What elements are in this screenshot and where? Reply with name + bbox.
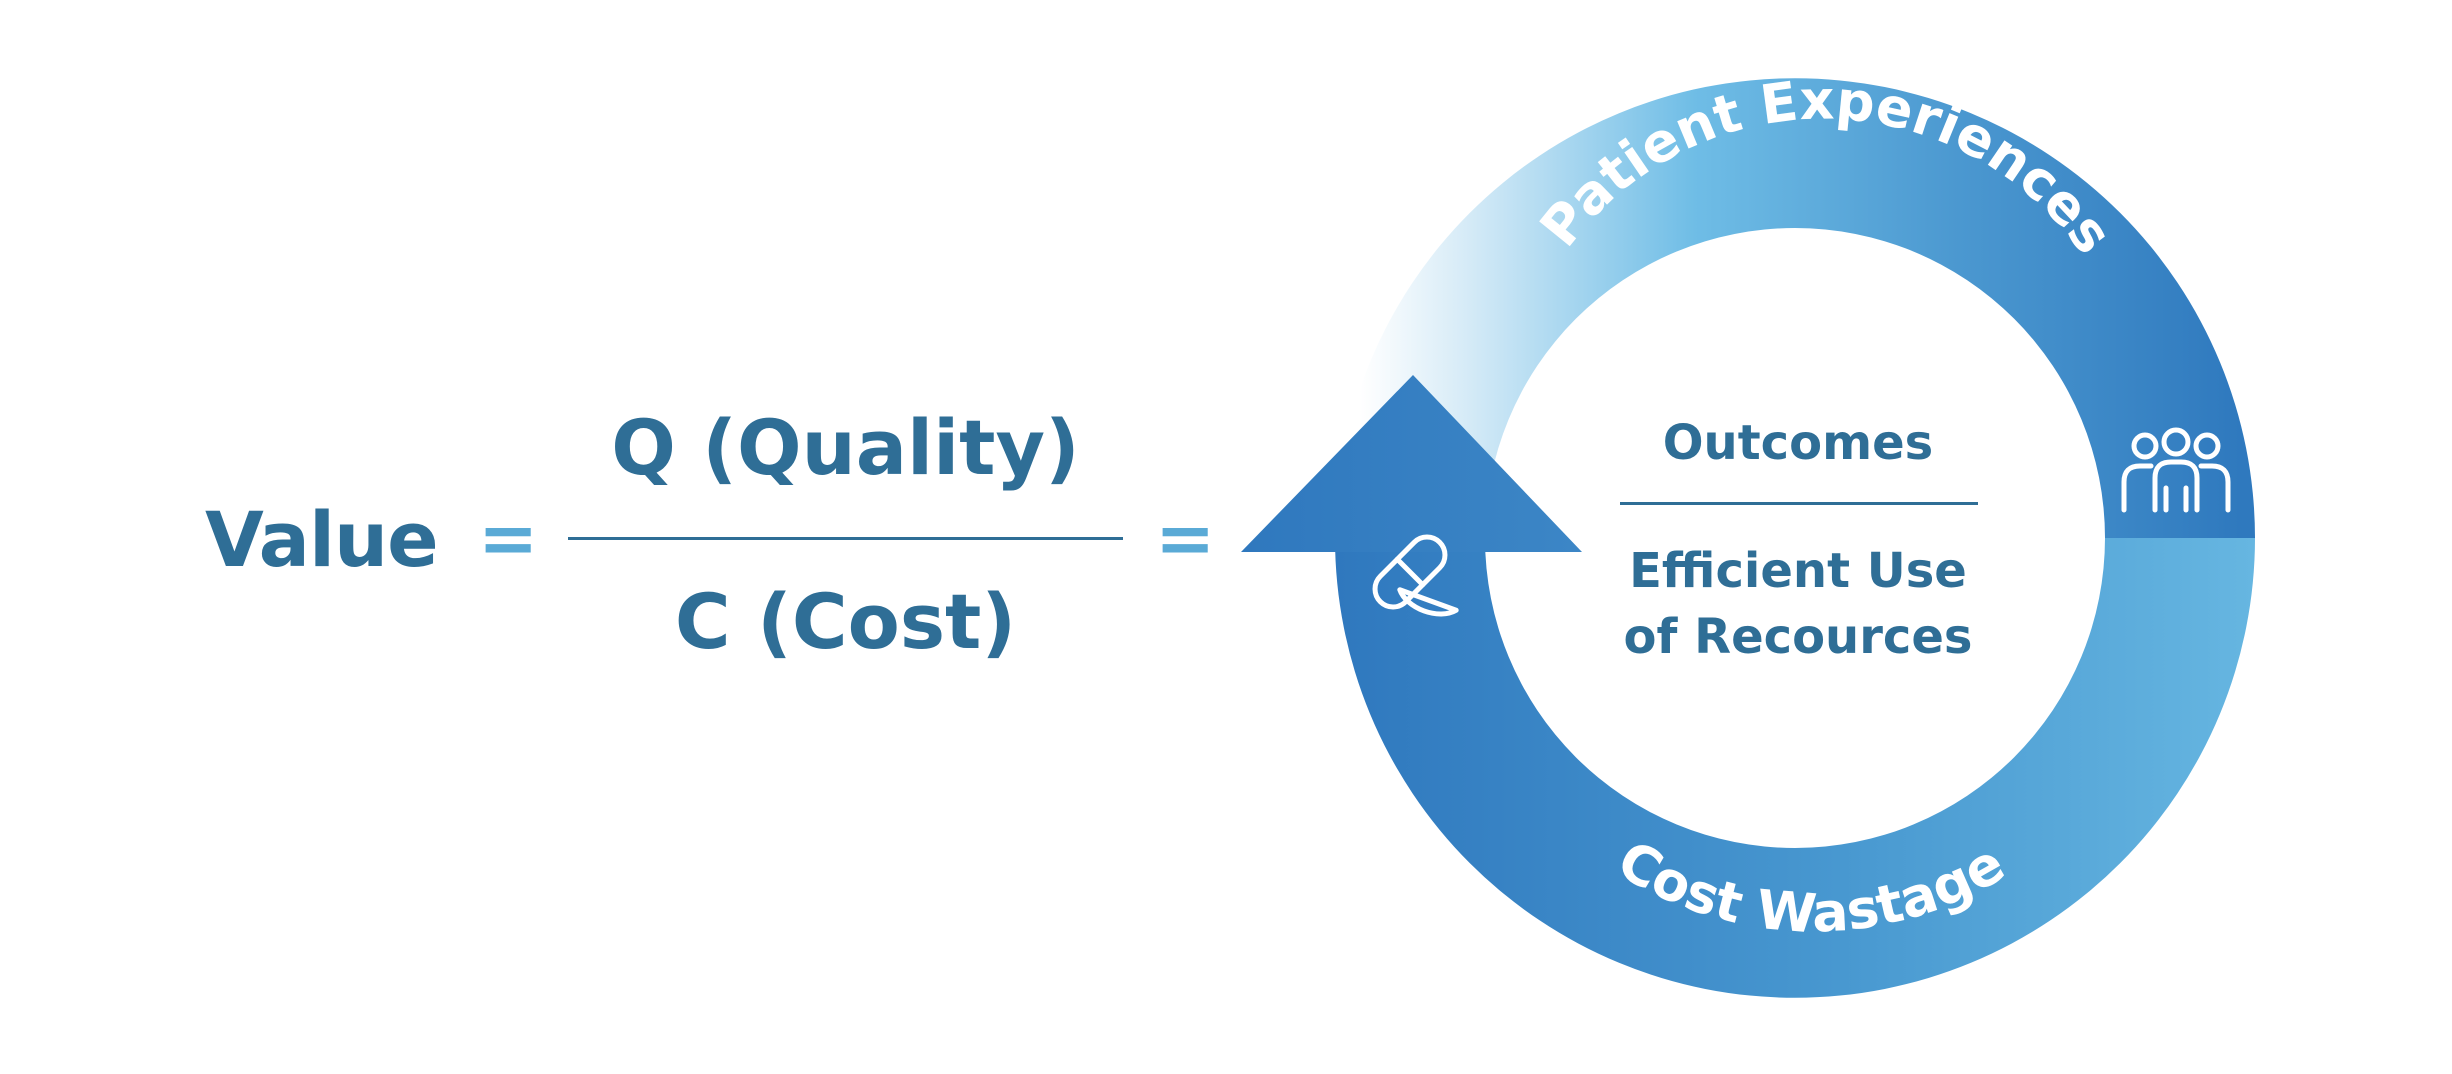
efficient-use-line1: Efficient Use: [1629, 543, 1967, 599]
equals-sign-2: =: [1155, 496, 1216, 580]
outcomes-label: Outcomes: [1662, 415, 1934, 471]
ring-top-segment: [1335, 78, 2255, 538]
denominator-cost: C (Cost): [674, 577, 1017, 666]
fraction-line: [568, 537, 1123, 540]
people-icon: [2121, 427, 2231, 513]
center-fraction-line: [1620, 502, 1978, 505]
efficient-use-label: Efficient Use of Recources: [1598, 538, 1998, 670]
equals-sign: =: [478, 496, 539, 580]
efficient-use-line2: of Recources: [1623, 609, 1973, 665]
cycle-arrow-head: [1241, 375, 1582, 552]
numerator-quality: Q (Quality): [611, 403, 1080, 492]
pill-icon: [1372, 534, 1459, 617]
ring-bottom-segment: [1335, 538, 2255, 998]
value-label: Value: [205, 495, 439, 584]
